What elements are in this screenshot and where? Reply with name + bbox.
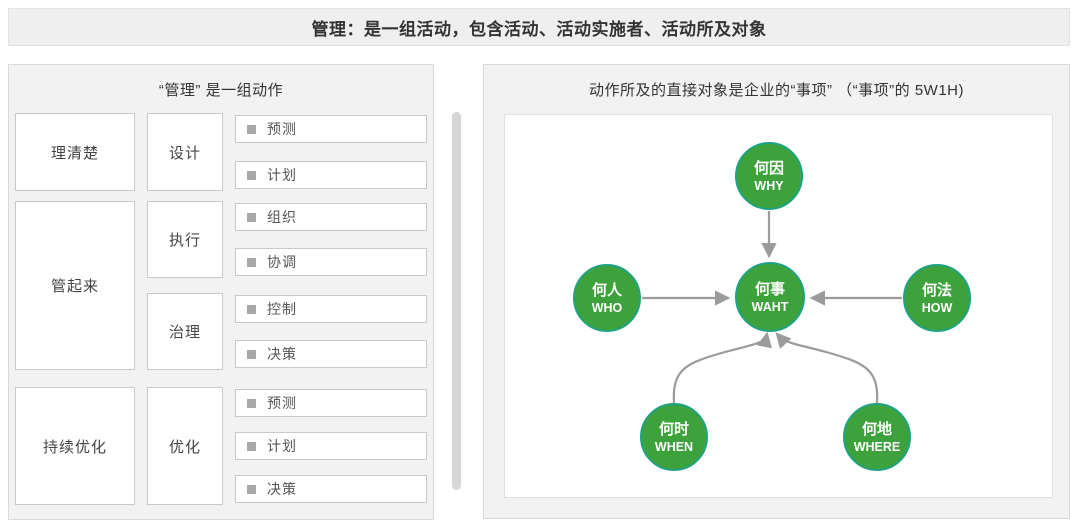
square-bullet-icon — [247, 304, 256, 314]
node-who-en: WHO — [592, 301, 623, 315]
node-why-en: WHY — [754, 179, 784, 193]
item-label: 计划 — [267, 438, 297, 454]
square-bullet-icon — [247, 170, 256, 180]
item-label: 预测 — [267, 395, 297, 411]
scrollbar-thumb[interactable] — [452, 112, 461, 490]
node-when-zh: 何时 — [659, 420, 689, 438]
node-who-zh: 何人 — [592, 281, 623, 299]
square-bullet-icon — [247, 398, 256, 408]
item-label: 决策 — [267, 346, 297, 362]
square-bullet-icon — [247, 212, 256, 222]
node-how-en: HOW — [922, 301, 953, 315]
left-panel-actions: “管理” 是一组动作 理清楚 设计 预测 计划 — [8, 64, 434, 520]
list-item: 计划 — [235, 432, 427, 460]
right-panel-5w1h: 动作所及的直接对象是企业的“事项” （“事项”的 5W1H) 何因 WHY — [483, 64, 1070, 519]
5w1h-diagram: 何因 WHY 何人 WHO 何事 WAHT 何法 HOW 何时 WHEN — [573, 142, 971, 471]
node-how: 何法 HOW — [903, 264, 971, 332]
node-where: 何地 WHERE — [843, 403, 911, 471]
list-item: 预测 — [235, 115, 427, 143]
node-what-circle — [735, 262, 805, 332]
node-what-en: WAHT — [752, 300, 789, 314]
item-label: 控制 — [267, 301, 297, 317]
list-item: 组织 — [235, 203, 427, 231]
stage-cell: 管起来 — [15, 201, 135, 370]
left-panel-title: “管理” 是一组动作 — [158, 81, 284, 99]
list-item: 决策 — [235, 340, 427, 368]
list-item: 协调 — [235, 248, 427, 276]
node-what: 何事 WAHT — [735, 262, 805, 332]
diagram-canvas: 何因 WHY 何人 WHO 何事 WAHT 何法 HOW 何时 WHEN — [504, 114, 1053, 498]
square-bullet-icon — [247, 441, 256, 451]
node-when-en: WHEN — [655, 440, 693, 454]
table-row: 管起来 执行 组织 协调 治 — [15, 201, 427, 370]
square-bullet-icon — [247, 484, 256, 494]
stage-cell: 持续优化 — [15, 387, 135, 505]
actions-table: 理清楚 设计 预测 计划 — [9, 113, 433, 505]
square-bullet-icon — [247, 124, 256, 134]
node-who: 何人 WHO — [573, 264, 641, 332]
square-bullet-icon — [247, 257, 256, 267]
node-why: 何因 WHY — [735, 142, 803, 210]
action-cell: 治理 — [147, 293, 223, 370]
item-label: 决策 — [267, 481, 297, 497]
list-item: 计划 — [235, 161, 427, 189]
table-row: 理清楚 设计 预测 计划 — [15, 113, 427, 191]
table-row: 持续优化 优化 预测 计划 — [15, 387, 427, 505]
node-why-zh: 何因 — [754, 159, 784, 177]
node-where-en: WHERE — [854, 440, 901, 454]
list-item: 控制 — [235, 295, 427, 323]
list-item: 决策 — [235, 475, 427, 503]
stage-cell: 理清楚 — [15, 113, 135, 191]
node-how-zh: 何法 — [922, 281, 952, 299]
node-when-circle — [640, 403, 708, 471]
item-label: 协调 — [267, 254, 297, 270]
square-bullet-icon — [247, 349, 256, 359]
header-banner: 管理：是一组活动，包含活动、活动实施者、活动所及对象 — [8, 8, 1070, 46]
node-what-zh: 何事 — [755, 280, 785, 298]
arrow-when-to-what — [672, 331, 772, 404]
node-when: 何时 WHEN — [640, 403, 708, 471]
action-cell: 设计 — [147, 113, 223, 191]
node-where-zh: 何地 — [862, 420, 892, 438]
node-how-circle — [903, 264, 971, 332]
node-who-circle — [573, 264, 641, 332]
item-label: 计划 — [267, 167, 297, 183]
right-panel-title: 动作所及的直接对象是企业的“事项” （“事项”的 5W1H) — [589, 81, 964, 99]
list-item: 预测 — [235, 389, 427, 417]
action-cell: 优化 — [147, 387, 223, 505]
node-why-circle — [735, 142, 803, 210]
arrow-where-to-what — [775, 332, 879, 404]
banner-title: 管理：是一组活动，包含活动、活动实施者、活动所及对象 — [311, 19, 767, 39]
node-where-circle — [843, 403, 911, 471]
action-cell: 执行 — [147, 201, 223, 278]
item-label: 预测 — [267, 121, 297, 137]
item-label: 组织 — [267, 209, 297, 225]
